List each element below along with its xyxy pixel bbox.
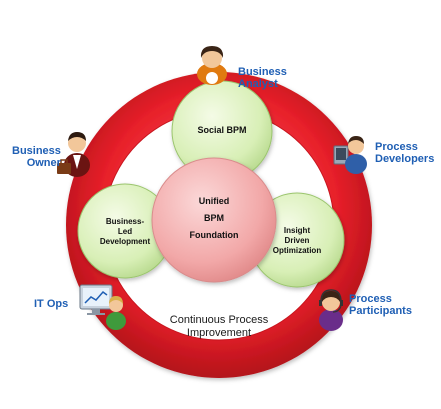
unified-line-1: Unified — [198, 196, 230, 206]
businesswoman-icon — [197, 46, 227, 85]
business-led-development-label: Business- Led Development — [85, 217, 165, 247]
continuous-line-2: Improvement — [186, 327, 252, 339]
business-analyst-line-2: Analyst — [238, 78, 278, 90]
insight-driven-line-1: Insight — [283, 226, 311, 235]
process-developers-label: Process Developers — [375, 141, 434, 165]
process-participants-label: Process Participants — [349, 293, 412, 317]
business-led-line-2: Led — [117, 227, 133, 236]
it-ops-line-1: IT Ops — [34, 298, 69, 310]
business-led-line-1: Business- — [105, 217, 145, 226]
social-bpm-line: Social BPM — [197, 125, 247, 135]
business-owner-line-1: Business — [12, 145, 61, 157]
developer-at-computer-icon — [333, 136, 367, 174]
business-analyst-line-1: Business — [238, 66, 287, 78]
unified-bpm-foundation-label: Unified BPM Foundation — [164, 193, 264, 244]
unified-line-2: BPM — [204, 213, 224, 223]
monitor-chart-user-icon — [79, 284, 126, 330]
insight-driven-line-3: Optimization — [272, 246, 322, 255]
process-developers-line-1: Process — [375, 141, 418, 153]
continuous-line-1: Continuous Process — [169, 314, 269, 326]
businessman-briefcase-icon — [57, 132, 90, 177]
insight-driven-optimization-label: Insight Driven Optimization — [257, 226, 337, 256]
process-participants-line-2: Participants — [349, 305, 412, 317]
business-owner-line-2: Owner — [26, 157, 61, 169]
it-ops-label: IT Ops — [34, 298, 68, 310]
process-participants-line-1: Process — [349, 293, 392, 305]
unified-bpm-foundation-circle — [151, 157, 277, 283]
insight-driven-line-2: Driven — [284, 236, 310, 245]
unified-line-3: Foundation — [189, 230, 239, 240]
headset-user-icon — [319, 289, 343, 331]
business-led-line-3: Development — [99, 237, 151, 246]
social-bpm-label: Social BPM — [177, 125, 267, 136]
business-owner-label: Business Owner — [12, 145, 61, 169]
continuous-process-improvement-label: Continuous Process Improvement — [139, 314, 299, 340]
process-developers-line-2: Developers — [375, 153, 435, 165]
business-analyst-label: Business Analyst — [238, 66, 287, 90]
